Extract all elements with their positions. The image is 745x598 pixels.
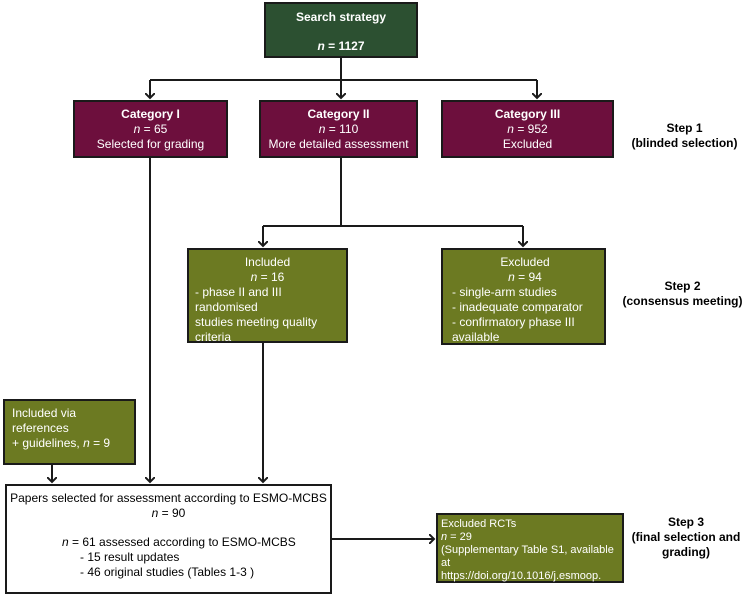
excluded-rcts-ref-1: (Supplementary Table S1, available at xyxy=(441,544,614,569)
papers-count: n = 90 xyxy=(151,506,186,520)
papers-assessed: n = 61 assessed according to ESMO-MCBS xyxy=(62,535,296,549)
excluded-rcts-title: Excluded RCTs xyxy=(441,518,517,530)
included-criteria-3: criteria xyxy=(195,330,232,344)
excluded-rcts-count: n = 29 xyxy=(441,531,472,543)
excluded-reason-1: - single-arm studies xyxy=(452,285,557,299)
excluded-reason-2: - inadequate comparator xyxy=(452,300,583,314)
papers-title: Papers selected for assessment according… xyxy=(10,491,327,505)
category-1-desc: Selected for grading xyxy=(96,137,205,151)
category-2-desc: More detailed assessment xyxy=(268,137,409,151)
excluded-count: n = 94 xyxy=(508,270,542,284)
papers-selected-box: Papers selected for assessment according… xyxy=(5,484,332,594)
search-strategy-count: n = 1127 xyxy=(317,39,365,53)
excluded-rcts-ref-2: https://doi.org/10.1016/j.esmoop. xyxy=(441,570,602,582)
papers-original: - 46 original studies (Tables 1-3 ) xyxy=(80,565,255,579)
included-criteria-1: - phase II and III randomised xyxy=(195,285,282,314)
references-line-1: Included via references xyxy=(12,406,77,435)
excluded-rcts-ref-3: 2021.100229) xyxy=(441,583,509,595)
category-3-box: Category III n = 952 Excluded xyxy=(441,100,614,158)
category-3-title: Category III xyxy=(494,107,561,121)
category-2-count: n = 110 xyxy=(318,122,359,136)
category-1-box: Category I n = 65 Selected for grading xyxy=(73,100,228,158)
excluded-rcts-box: Excluded RCTs n = 29 (Supplementary Tabl… xyxy=(436,513,624,595)
search-strategy-title: Search strategy xyxy=(295,10,387,24)
included-criteria-2: studies meeting quality xyxy=(195,315,318,329)
excluded-box: Excluded n = 94 - single-arm studies - i… xyxy=(441,248,606,345)
papers-updates: - 15 result updates xyxy=(80,550,180,564)
included-box: Included n = 16 - phase II and III rando… xyxy=(187,248,348,344)
excluded-reason-3: - confirmatory phase III xyxy=(452,315,575,329)
included-title: Included xyxy=(244,255,291,269)
included-count: n = 16 xyxy=(250,270,285,284)
excluded-title: Excluded xyxy=(500,255,550,269)
category-3-desc: Excluded xyxy=(502,137,553,151)
excluded-reason-4: available xyxy=(452,330,500,344)
category-2-title: Category II xyxy=(307,107,370,121)
category-2-box: Category II n = 110 More detailed assess… xyxy=(259,100,418,158)
category-3-count: n = 952 xyxy=(507,122,548,136)
step-3-label: Step 3 (final selection and grading) xyxy=(631,515,741,559)
category-1-count: n = 65 xyxy=(133,122,168,136)
references-box: Included via references + guidelines, n … xyxy=(3,399,136,465)
search-strategy-box: Search strategy n = 1127 xyxy=(264,2,418,58)
references-line-2: + guidelines, n = 9 xyxy=(12,436,111,450)
step-2-label: Step 2 (consensus meeting) xyxy=(622,279,743,308)
category-1-title: Category I xyxy=(121,107,180,121)
step-1-label: Step 1 (blinded selection) xyxy=(631,121,738,150)
